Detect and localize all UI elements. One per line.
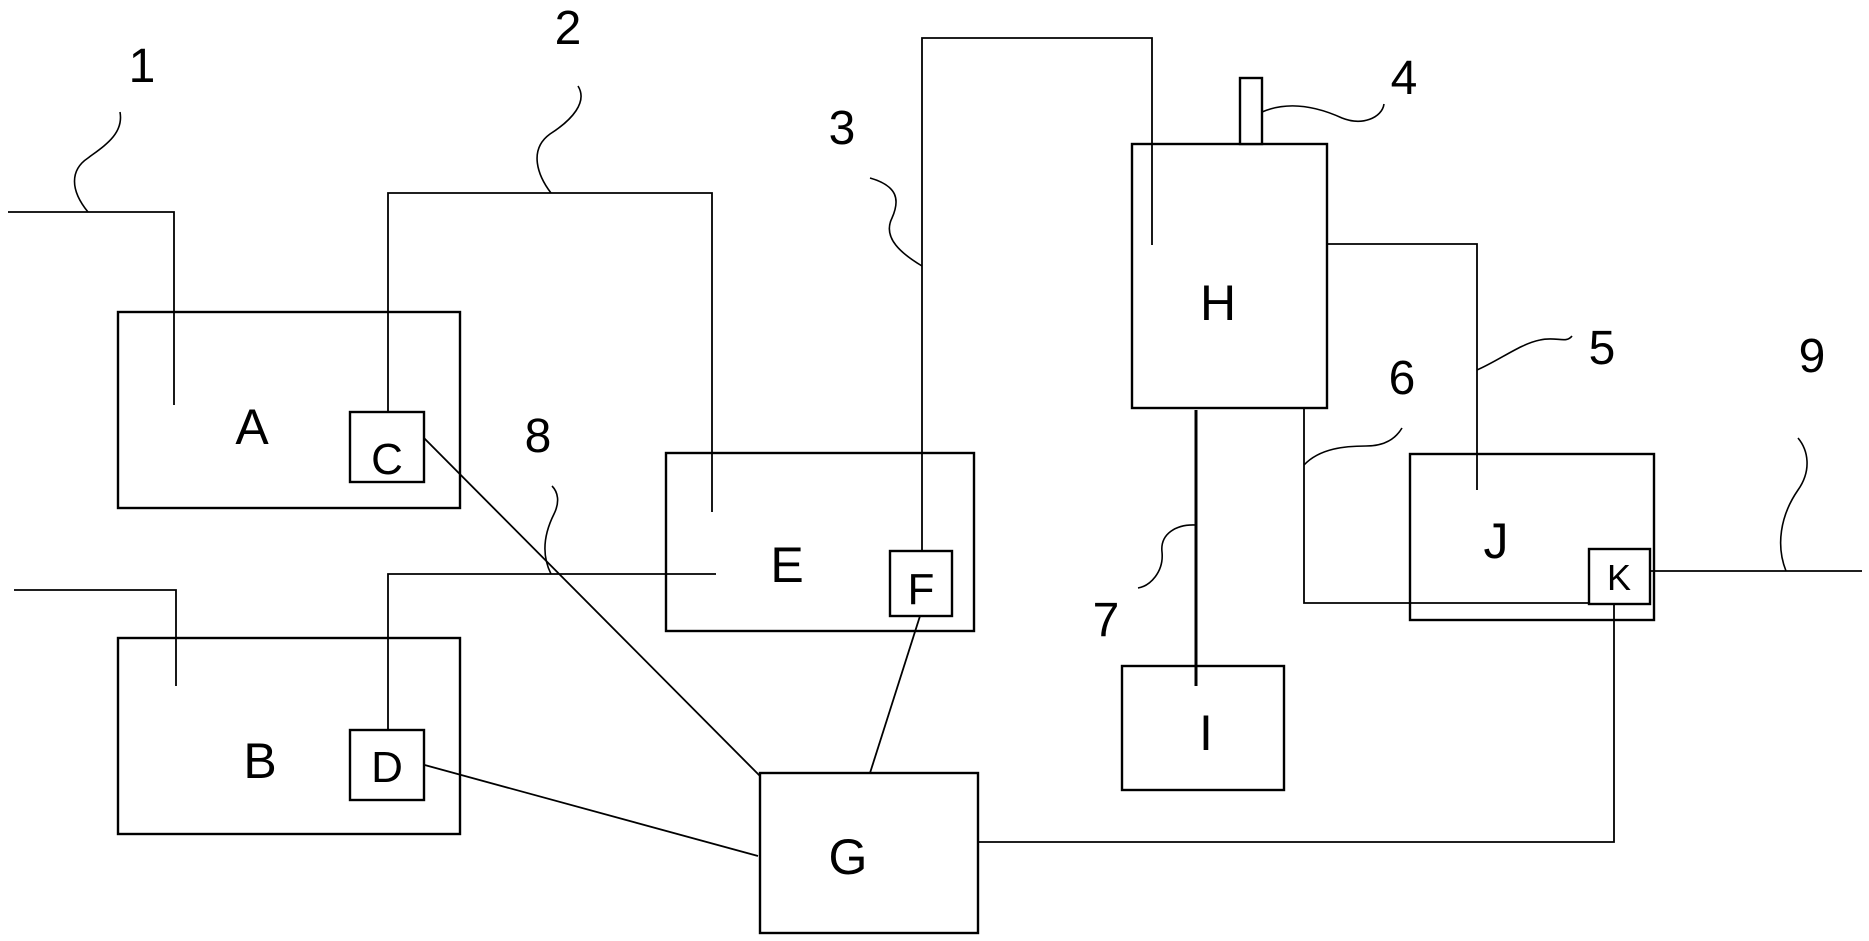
block-e	[664, 451, 976, 633]
unit-c	[348, 410, 426, 484]
leader-8	[544, 485, 559, 575]
label-i: I	[1199, 705, 1213, 761]
signal-d-to-g	[420, 763, 759, 857]
leader-9	[1779, 437, 1808, 572]
leader-5	[1476, 335, 1573, 371]
leader-6	[1303, 427, 1403, 466]
leader-1	[73, 111, 122, 213]
numeral-2: 2	[555, 2, 582, 55]
numeral-3: 3	[829, 102, 856, 155]
label-h: H	[1200, 275, 1236, 331]
label-f: F	[908, 565, 935, 614]
unit-d	[348, 728, 426, 802]
label-g: G	[829, 829, 868, 885]
label-e: E	[770, 537, 803, 593]
label-j: J	[1484, 513, 1509, 569]
leader-2	[536, 85, 582, 194]
pipe-2-c-to-e	[387, 192, 713, 512]
leader-7	[1137, 524, 1197, 589]
pipe-5-h-to-j	[1327, 243, 1478, 490]
numeral-1: 1	[129, 40, 156, 93]
leader-3	[869, 177, 923, 267]
label-k: K	[1607, 557, 1631, 598]
pipe-6-h-to-k	[1303, 408, 1590, 604]
pipe-1-inlet-a	[8, 211, 175, 405]
unit-k	[1587, 547, 1652, 606]
numeral-4: 4	[1391, 52, 1418, 105]
device-4-on-h	[1238, 76, 1264, 146]
pipe-3-f-to-h	[921, 37, 1153, 551]
label-c: C	[371, 435, 403, 484]
label-a: A	[235, 399, 269, 455]
label-d: D	[371, 743, 403, 792]
numeral-6: 6	[1389, 352, 1416, 405]
block-h	[1130, 142, 1329, 410]
signal-c-to-g	[420, 434, 761, 777]
numeral-9: 9	[1799, 330, 1826, 383]
leader-4	[1261, 103, 1385, 122]
pipe-inlet-b	[14, 589, 177, 686]
numeral-8: 8	[525, 410, 552, 463]
numeral-5: 5	[1589, 322, 1616, 375]
block-i	[1120, 664, 1286, 792]
unit-f	[888, 549, 954, 618]
numeral-7: 7	[1093, 594, 1120, 647]
block-g	[758, 771, 980, 935]
block-a	[116, 310, 462, 510]
pipe-8-d-to-e	[387, 573, 716, 752]
signal-f-to-g	[869, 615, 921, 774]
block-j	[1408, 452, 1656, 622]
block-b	[116, 636, 462, 836]
signal-k-to-g	[978, 604, 1615, 843]
label-b: B	[243, 733, 276, 789]
